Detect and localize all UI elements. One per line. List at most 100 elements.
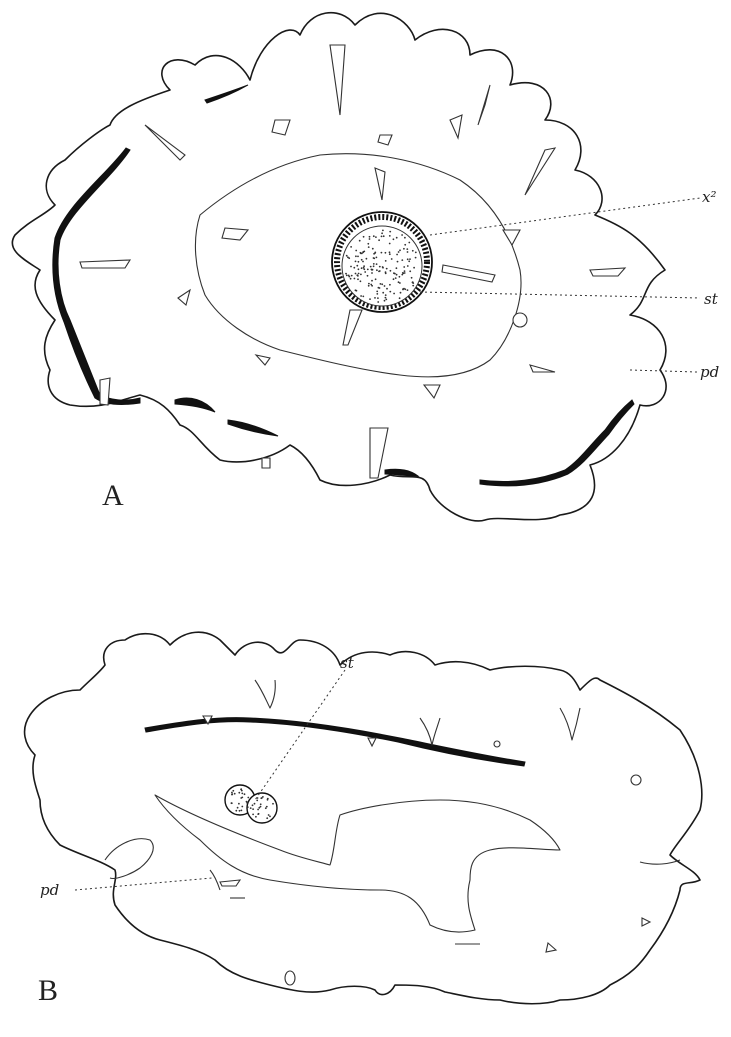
stipple-dot (385, 297, 387, 299)
stipple-dot (391, 258, 393, 260)
figure-a-wall-bottom-2 (228, 420, 278, 436)
stipple-dot (382, 230, 384, 232)
stipple-dot (371, 272, 373, 274)
stipple-dot (244, 793, 246, 795)
stipple-dot (345, 273, 347, 275)
stipple-dot (402, 288, 404, 290)
stipple-dot (393, 238, 395, 240)
stipple-dot (363, 267, 365, 269)
stipple-dot (401, 259, 403, 261)
stipple-dot (385, 294, 387, 296)
stipple-dot (256, 800, 258, 802)
stipple-dot (371, 269, 373, 271)
stipple-dot (389, 291, 391, 293)
stipple-dot (362, 261, 364, 263)
stipple-dot (364, 271, 366, 273)
stipple-dot (381, 283, 383, 285)
stipple-dot (376, 257, 378, 259)
stipple-dot (267, 798, 269, 800)
stipple-dot (252, 814, 254, 816)
stipple-dot (358, 261, 360, 263)
stipple-dot (359, 240, 361, 242)
figure-b-small-features (210, 741, 680, 985)
stipple-dot (385, 252, 387, 254)
stipple-dot (380, 283, 382, 285)
stipple-dot (258, 813, 260, 815)
stipple-dot (375, 236, 377, 238)
figure-a-letter: A (102, 479, 124, 512)
figure-a-leader-st (420, 292, 700, 298)
stipple-dot (265, 807, 267, 809)
stipple-dot (381, 236, 383, 238)
stipple-dot (246, 802, 248, 804)
stipple-dot (399, 297, 401, 299)
stipple-dot (373, 257, 375, 259)
figure-b-dorsal-line (145, 718, 525, 766)
figure-b-letter: B (38, 974, 58, 1007)
stipple-dot (389, 231, 391, 233)
figure-b-outer-outline (25, 632, 702, 1004)
stipple-dot (358, 268, 360, 270)
stipple-dot (355, 273, 357, 275)
stipple-dot (385, 299, 387, 301)
stipple-dot (384, 285, 386, 287)
stipple-dot (381, 232, 383, 234)
stipple-dot (376, 263, 378, 265)
stipple-dot (235, 810, 237, 812)
stipple-dot (407, 251, 409, 253)
stipple-dot (357, 275, 359, 277)
stipple-dot (408, 242, 410, 244)
stipple-dot (257, 809, 259, 811)
stipple-dot (232, 790, 234, 792)
stipple-dot (363, 265, 365, 267)
stipple-dot (385, 260, 387, 262)
figure-b-notch-top-2 (420, 718, 440, 745)
stipple-dot (241, 793, 243, 795)
stipple-dot (404, 270, 406, 272)
stipple-dot (407, 265, 409, 267)
stipple-dot (399, 249, 401, 251)
stipple-dot (369, 238, 371, 240)
stipple-dot (346, 255, 348, 257)
stipple-dot (376, 269, 378, 271)
stipple-dot (395, 277, 397, 279)
stipple-dot (409, 258, 411, 260)
stipple-dot (356, 265, 358, 267)
stipple-dot (234, 793, 236, 795)
figure-a-wall-bottom-4 (480, 400, 634, 486)
figure-a-leader-pd (630, 370, 697, 372)
stipple-dot (389, 235, 391, 237)
stipple-dot (353, 267, 355, 269)
stipple-dot (411, 277, 413, 279)
stipple-dot (360, 274, 362, 276)
stipple-dot (362, 296, 364, 298)
stipple-dot (370, 266, 372, 268)
stipple-dot (384, 300, 386, 302)
stipple-dot (254, 803, 256, 805)
stipple-dot (269, 816, 271, 818)
stipple-dot (238, 803, 240, 805)
stipple-dot (366, 258, 368, 260)
stipple-dot (272, 803, 274, 805)
stipple-dot (261, 797, 263, 799)
stipple-dot (363, 251, 365, 253)
stipple-dot (360, 280, 362, 282)
stipple-dot (268, 814, 270, 816)
stipple-dot (350, 278, 352, 280)
figure-a-label-pd: pd (700, 363, 719, 381)
stipple-dot (371, 280, 373, 282)
stipple-dot (378, 287, 380, 289)
stipple-dot (367, 243, 369, 245)
figure-b-left-lobe (105, 839, 153, 879)
stipple-dot (400, 292, 402, 294)
stipple-dot (266, 806, 268, 808)
stipple-dot (361, 259, 363, 261)
figure-b: st pd B (25, 632, 702, 1007)
stipple-dot (360, 295, 362, 297)
stipple-dot (393, 278, 395, 280)
stipple-dot (348, 276, 350, 278)
stipple-dot (397, 261, 399, 263)
stipple-dot (404, 244, 406, 246)
stipple-dot (360, 252, 362, 254)
